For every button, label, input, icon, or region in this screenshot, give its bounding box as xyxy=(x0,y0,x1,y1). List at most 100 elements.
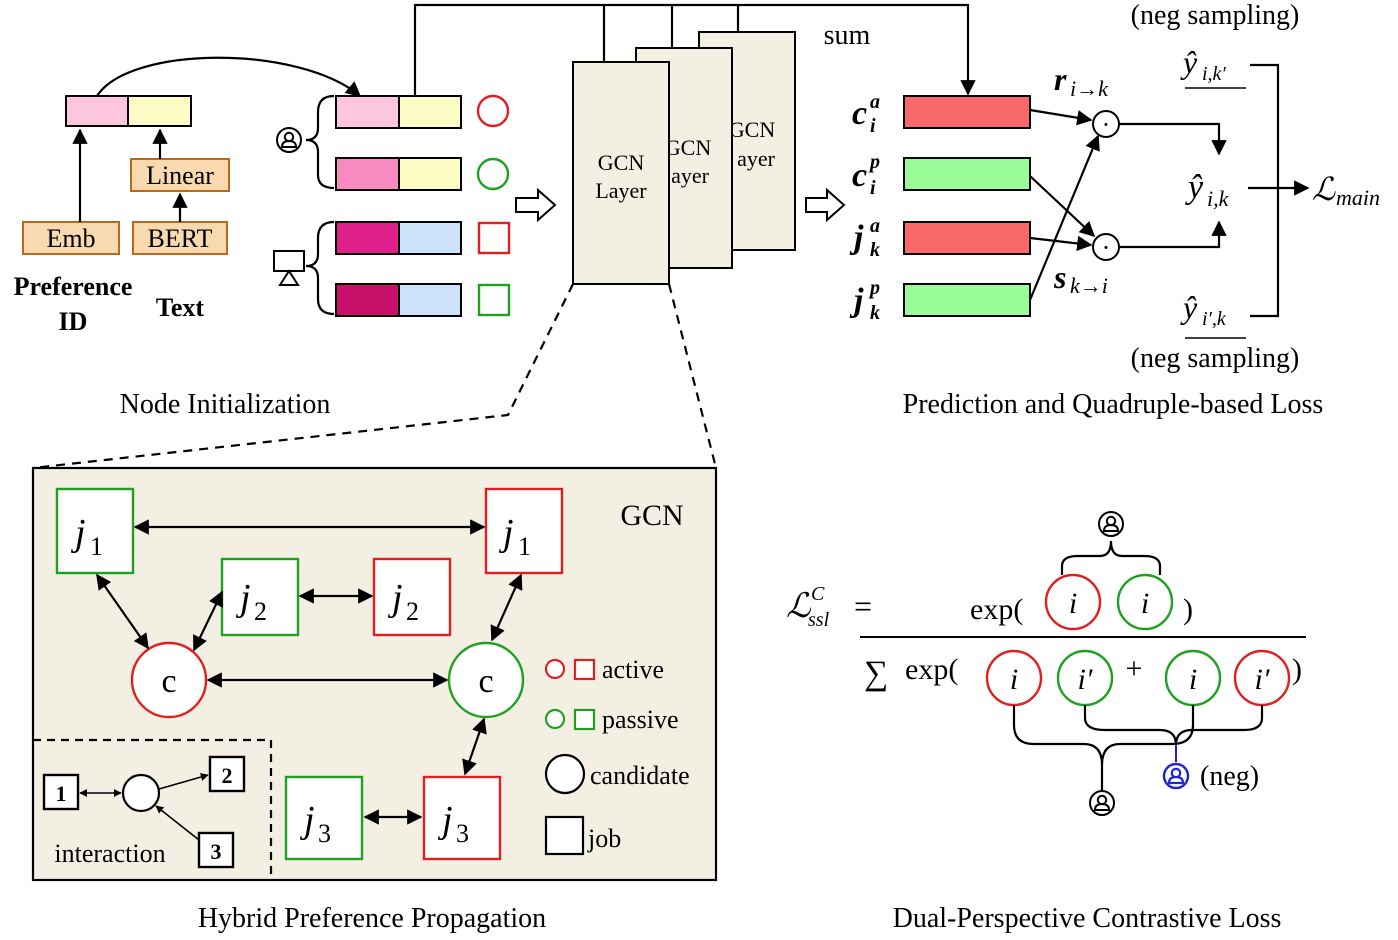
svg-text:active: active xyxy=(602,655,664,684)
job-1-active xyxy=(484,487,564,575)
bert-box xyxy=(132,221,228,255)
text-label: Text xyxy=(156,293,204,322)
svg-text:GCN: GCN xyxy=(665,135,712,160)
combined-emb-yellow xyxy=(127,95,192,127)
svg-text:C: C xyxy=(811,583,825,605)
job-3-active xyxy=(422,775,502,861)
numerator-brace xyxy=(1060,540,1162,575)
hollow-arrow-left xyxy=(515,187,557,223)
passive-job-icon xyxy=(477,283,511,317)
neg-sampling-top: (neg sampling) xyxy=(1131,0,1300,31)
negative-person-icon xyxy=(1162,762,1190,790)
job-3-passive xyxy=(284,775,364,861)
svg-text:s: s xyxy=(1053,259,1066,295)
legend-passive: passive xyxy=(544,705,679,734)
svg-text:r: r xyxy=(1054,61,1067,97)
svg-text:i→k: i→k xyxy=(1070,76,1109,101)
svg-text:Layer: Layer xyxy=(595,178,647,203)
svg-text:c: c xyxy=(478,663,493,700)
gcn-panel: GCN j 1 j 1 j 2 j 2 j 3 j 3 c c xyxy=(31,466,718,934)
emb-box xyxy=(22,221,120,255)
denom-brace-positive xyxy=(1012,705,1195,766)
svg-text:i: i xyxy=(870,177,876,199)
svg-text:3: 3 xyxy=(318,819,331,848)
svg-text:·: · xyxy=(1102,233,1111,262)
legend-candidate: candidate xyxy=(544,753,690,795)
gcn-panel-section-title: Hybrid Preference Propagation xyxy=(198,903,546,934)
svg-text:a: a xyxy=(870,215,880,237)
contrastive-loss: ℒ C ssl = exp( i i ) ∑ exp( i i′ + i i′ … xyxy=(786,511,1306,934)
hollow-arrow-right xyxy=(805,187,846,223)
svg-text:3: 3 xyxy=(456,819,469,848)
id-label: ID xyxy=(59,307,88,336)
legend-job: job xyxy=(544,815,621,856)
svg-text:job: job xyxy=(587,824,621,853)
interaction-legend: 1 2 3 interaction xyxy=(33,738,273,880)
svg-text:=: = xyxy=(854,588,872,624)
linear-box xyxy=(130,158,230,192)
svg-text:ayer: ayer xyxy=(671,163,710,188)
svg-text:main: main xyxy=(1336,185,1380,210)
job-presentation-icon xyxy=(273,250,305,286)
svg-text:·: · xyxy=(1102,110,1111,139)
neg-sampling-bottom: (neg sampling) xyxy=(1131,343,1300,374)
svg-text:3: 3 xyxy=(211,839,222,864)
svg-text:c: c xyxy=(852,95,867,132)
svg-text:j: j xyxy=(849,219,864,256)
node-init-title: Node Initialization xyxy=(120,389,331,420)
job-2-passive xyxy=(220,557,300,637)
svg-text:+: + xyxy=(1126,652,1143,685)
yhat-neg-top: ŷ xyxy=(1180,44,1198,80)
svg-text:i: i xyxy=(870,115,876,137)
svg-text:i′: i′ xyxy=(1078,663,1093,696)
svg-text:∑: ∑ xyxy=(864,655,888,692)
svg-text:k: k xyxy=(870,239,880,261)
svg-text:exp(: exp( xyxy=(905,653,958,686)
svg-text:candidate: candidate xyxy=(590,761,690,790)
bar-c-i-a xyxy=(903,95,1031,129)
svg-text:k: k xyxy=(870,302,880,324)
anchor-person-icon xyxy=(1089,790,1115,816)
label-j-k-p: j p k xyxy=(849,277,880,324)
active-job-icon xyxy=(477,221,511,255)
svg-text:interaction: interaction xyxy=(54,839,165,868)
job-1-passive xyxy=(55,487,135,575)
svg-text:passive: passive xyxy=(602,705,679,734)
gcn-panel-title: GCN xyxy=(620,499,683,532)
svg-text:j: j xyxy=(849,282,864,319)
svg-text:a: a xyxy=(870,91,880,113)
svg-text:k→i: k→i xyxy=(1070,273,1108,298)
svg-text:p: p xyxy=(868,277,880,299)
prediction-title: Prediction and Quadruple-based Loss xyxy=(903,389,1324,420)
bar-j-k-p xyxy=(903,283,1031,317)
svg-text:1: 1 xyxy=(90,532,103,561)
candidate-person-icon xyxy=(276,127,302,153)
bar-j-k-a xyxy=(903,221,1031,255)
svg-text:2: 2 xyxy=(222,763,233,788)
candidate-active xyxy=(130,641,208,719)
label-c-i-a: c a i xyxy=(852,91,880,137)
svg-text:ssl: ssl xyxy=(808,609,830,631)
bert-label: BERT xyxy=(148,224,213,253)
node-initialization: Emb Linear BERT Preference ID Text xyxy=(14,56,511,420)
svg-text:i: i xyxy=(1069,587,1077,620)
sum-label: sum xyxy=(824,20,871,51)
emb-label: Emb xyxy=(46,224,95,253)
svg-text:GCN: GCN xyxy=(598,150,645,175)
linear-label: Linear xyxy=(146,161,214,190)
contrastive-section-title: Dual-Perspective Contrastive Loss xyxy=(893,903,1282,934)
svg-text:c: c xyxy=(852,157,867,194)
svg-text:i,k′: i,k′ xyxy=(1202,63,1226,85)
svg-text:i: i xyxy=(1189,663,1197,696)
gcn-layer-1 xyxy=(572,61,670,285)
svg-text:GCN: GCN xyxy=(729,117,776,142)
svg-text:2: 2 xyxy=(406,597,419,626)
combined-emb-pink xyxy=(65,95,129,127)
sum-connector: sum xyxy=(413,3,976,96)
numerator-i-passive xyxy=(1116,573,1174,631)
loss-main: ℒ xyxy=(1312,171,1336,207)
svg-text:): ) xyxy=(1292,653,1302,686)
job-brace xyxy=(305,220,335,316)
passive-candidate-icon xyxy=(476,157,510,191)
